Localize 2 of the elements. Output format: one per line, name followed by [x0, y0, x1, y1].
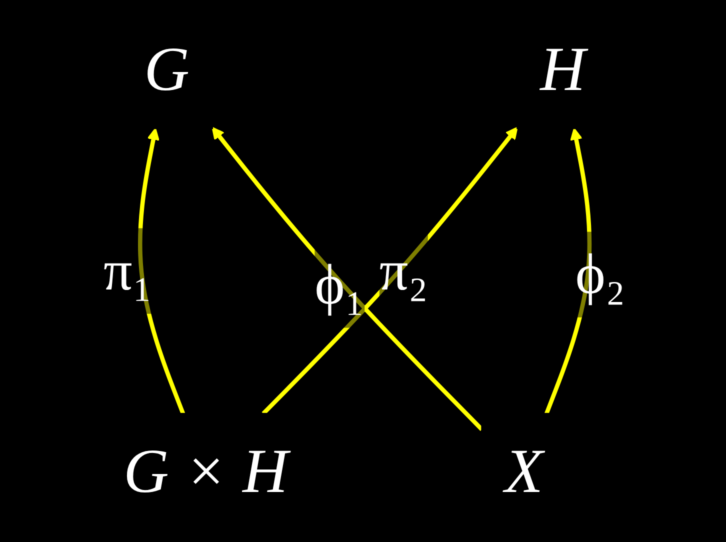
- edge-label: ϕ₂: [575, 232, 626, 318]
- edge-label: π₁: [104, 228, 152, 314]
